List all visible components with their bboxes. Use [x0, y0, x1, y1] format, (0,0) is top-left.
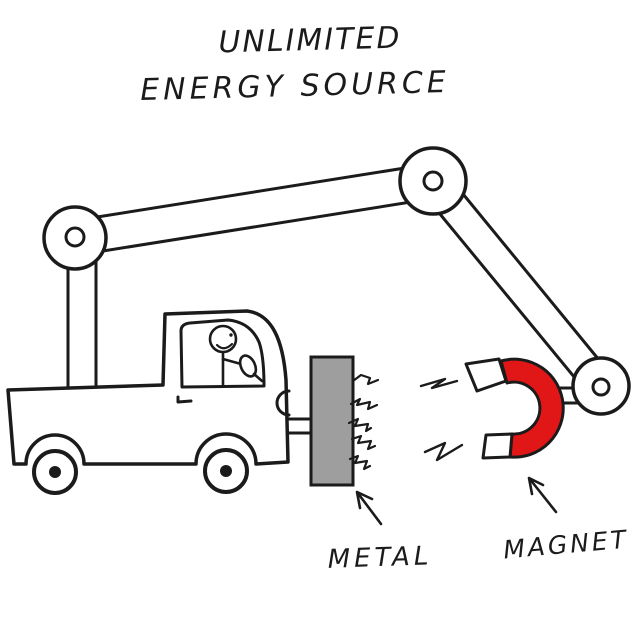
driver	[208, 324, 264, 388]
joint-end-pin	[591, 377, 611, 397]
attraction-squiggles	[347, 373, 380, 471]
crane-truck	[6, 309, 291, 495]
door-handle	[176, 395, 193, 404]
driver-arm	[221, 357, 243, 366]
horseshoe-magnet	[419, 357, 583, 462]
front-wheel-hub	[220, 465, 232, 477]
magnet-body	[499, 357, 565, 459]
squiggle-5	[348, 454, 372, 471]
magnet-arrow	[527, 476, 558, 514]
crane-arm-upper-segment	[70, 162, 438, 257]
magnet-pole-bottom	[481, 432, 514, 460]
crane-arm	[66, 162, 615, 397]
squiggle-3	[347, 417, 373, 433]
headlight-bump	[275, 389, 291, 417]
metal-plate-assembly	[286, 355, 380, 487]
crane-joints	[42, 146, 631, 416]
squiggle-1	[351, 373, 380, 386]
steering-wheel	[238, 354, 258, 378]
magnet-pole-top	[464, 357, 508, 393]
squiggle-4	[350, 434, 377, 451]
title-line-2: ENERGY SOURCE	[139, 64, 451, 109]
metal-arrow	[355, 490, 383, 526]
label-arrows	[355, 476, 558, 526]
steering-column	[252, 372, 264, 383]
driver-eye	[229, 333, 233, 337]
spark-bolt-bottom	[423, 441, 464, 462]
driver-smile	[215, 342, 234, 350]
metal-plate	[309, 355, 355, 487]
squiggle-2	[349, 397, 379, 411]
spark-bolt-top	[419, 377, 459, 390]
joint-left-pin	[64, 226, 86, 248]
rear-wheel-hub	[49, 466, 61, 478]
joint-top-pin	[422, 170, 444, 192]
